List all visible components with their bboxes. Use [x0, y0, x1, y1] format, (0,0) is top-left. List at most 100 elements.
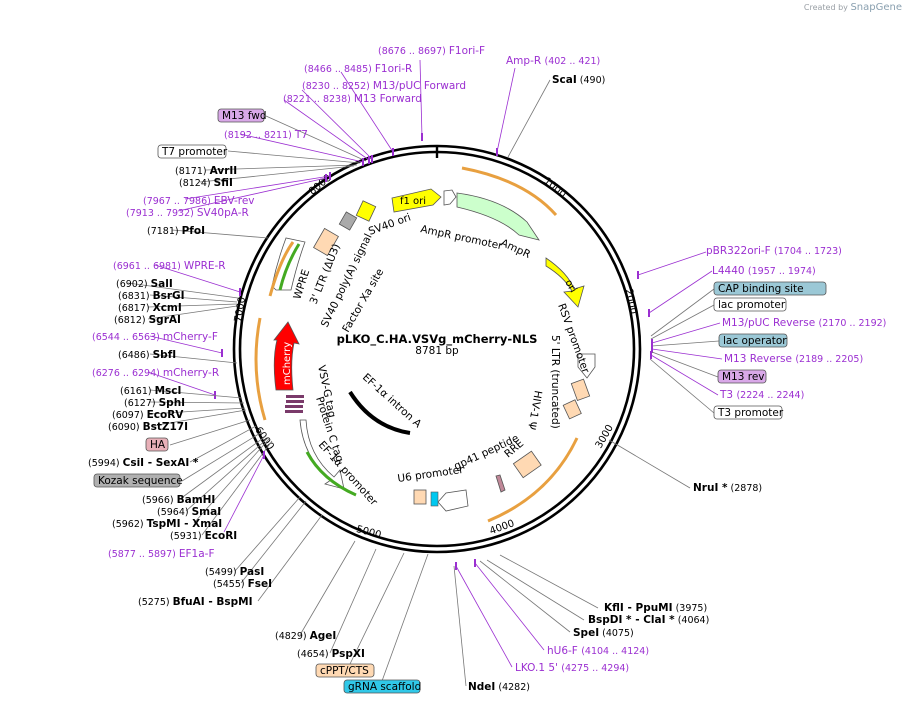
label-lac-promoter[interactable]: lac promoter [713, 297, 787, 312]
label-bstz17i[interactable]: (6090) BstZ17I [108, 421, 188, 433]
ef1a-promoter-arrow[interactable] [299, 419, 345, 490]
label-m13-rev[interactable]: M13 rev [717, 369, 767, 384]
label-pasi[interactable]: (5499) PasI [205, 566, 264, 578]
u6-promoter-arrow[interactable] [437, 489, 469, 512]
label-avrii[interactable]: (8171) AvrII [175, 165, 237, 177]
label-pspxi[interactable]: (4654) PspXI [297, 648, 365, 660]
label-ha[interactable]: HA [145, 437, 169, 452]
label-m13-forward[interactable]: (8221 .. 8238) M13 Forward [283, 93, 422, 105]
site-label: BspDI * - ClaI * (4064) [588, 614, 709, 626]
label-mcherry-r[interactable]: (6276 .. 6294) mCherry-R [92, 367, 219, 379]
label-scai[interactable]: ScaI (490) [552, 74, 605, 86]
primer-mark-m13-puc-forward [371, 155, 373, 163]
label-bsrgi[interactable]: (6831) BsrGI [118, 290, 185, 302]
label-t3[interactable]: T3 (2224 .. 2244) [719, 389, 804, 401]
f1-ori-arrow[interactable] [391, 188, 442, 213]
label-sgrai[interactable]: (6812) SgrAI [114, 314, 181, 326]
ltr5-box[interactable] [570, 378, 591, 402]
label-spei[interactable]: SpeI (4075) [573, 627, 634, 639]
label-ecori[interactable]: (5931) EcoRI [170, 530, 237, 542]
leader-sali [127, 282, 239, 299]
site-name: EcoRI [205, 530, 238, 542]
site-label: NruI * (2878) [693, 482, 762, 494]
gp41-arrow[interactable] [495, 474, 506, 493]
label-m13-fwd[interactable]: M13 fwd [217, 108, 267, 123]
site-name-2: - BspMI [205, 596, 253, 608]
label-ebv-rev[interactable]: (7967 .. 7986) EBV-rev [143, 195, 255, 207]
label-kfli[interactable]: KflI - PpuMI (3975) [604, 602, 707, 614]
label-amp-r[interactable]: Amp-R (402 .. 421) [506, 55, 600, 67]
primer-name: LKO.1 5' [515, 662, 561, 674]
label-cppt-cts[interactable]: cPPT/CTS [315, 663, 375, 678]
label-xcmi[interactable]: (6817) XcmI [118, 302, 182, 314]
label-grna-scaffold[interactable]: gRNA scaffold [343, 679, 421, 694]
ampr-promoter-arrow[interactable] [443, 189, 457, 206]
label-t3-promoter[interactable]: T3 promoter [713, 405, 784, 420]
primer-mark-f1ori-r [392, 148, 394, 156]
label-lac-operator[interactable]: lac operator [718, 333, 788, 348]
site-pos: (6902) [116, 279, 151, 290]
ori-arrow[interactable] [545, 257, 585, 308]
site-name: PspXI [332, 648, 365, 660]
ltr3-box[interactable] [313, 227, 339, 257]
ampr-arrow[interactable] [456, 192, 540, 241]
label-l4440[interactable]: L4440 (1957 .. 1974) [712, 265, 816, 277]
feature-box-text: T7 promoter [161, 146, 228, 158]
label-sali[interactable]: (6902) SalI [116, 278, 173, 290]
label-sv40pa-r[interactable]: (7913 .. 7932) SV40pA-R [126, 207, 249, 219]
leader-fsei [240, 500, 307, 584]
label-f1ori-f[interactable]: (8676 .. 8697) F1ori-F [378, 45, 485, 57]
label-csii[interactable]: (5994) CsiI - SexAI * [88, 457, 199, 469]
label-hu6-f[interactable]: hU6-F (4104 .. 4124) [547, 645, 649, 657]
label-sbfi[interactable]: (6486) SbfI [118, 349, 176, 361]
primer-mark-ebv-rev [329, 172, 331, 180]
label-lko-1-5[interactable]: LKO.1 5' (4275 .. 4294) [515, 662, 629, 674]
label-nrui[interactable]: NruI * (2878) [693, 482, 762, 494]
label-ef1a-f[interactable]: (5877 .. 5897) EF1a-F [108, 548, 215, 560]
label-m13-reverse[interactable]: M13 Reverse (2189 .. 2205) [724, 353, 863, 365]
label-kozak-sequence[interactable]: Kozak sequence [93, 473, 183, 488]
label-pfoi[interactable]: (7181) PfoI [147, 225, 205, 237]
label-sphi[interactable]: (6127) SphI [124, 397, 185, 409]
label-f1ori-r[interactable]: (8466 .. 8485) F1ori-R [304, 63, 412, 75]
label-ndei[interactable]: NdeI (4282) [468, 681, 530, 693]
sv40-polya-box[interactable] [338, 211, 358, 231]
label-t7[interactable]: (8192 .. 8211) T7 [224, 129, 308, 141]
site-label: (5964) SmaI [157, 506, 221, 518]
label-m13-puc-reverse[interactable]: M13/pUC Reverse (2170 .. 2192) [722, 317, 886, 329]
credit-created-by: Created by [803, 3, 848, 12]
primer-name: pBR322ori-F [706, 245, 774, 257]
label-pbr322ori-f[interactable]: pBR322ori-F (1704 .. 1723) [706, 245, 842, 257]
label-msci[interactable]: (6161) MscI [120, 385, 181, 397]
sv40-ori-box[interactable] [355, 200, 377, 222]
label-ecorv[interactable]: (6097) EcoRV [112, 409, 184, 421]
u6-promoter-label: U6 promoter [397, 464, 465, 485]
leader-ha [169, 419, 251, 446]
label-bspdi[interactable]: BspDI * - ClaI * (4064) [588, 614, 709, 626]
site-name: SgrAI [149, 314, 181, 326]
site-name-2: - PpuMI [624, 602, 673, 614]
primer-mark-amp-r [496, 148, 498, 156]
primer-label: (8221 .. 8238) M13 Forward [283, 93, 422, 105]
grna-scaffold-box[interactable] [430, 491, 439, 507]
rre-box[interactable] [512, 450, 542, 479]
label-t7-promoter[interactable]: T7 promoter [157, 144, 228, 159]
label-bamhi[interactable]: (5966) BamHI [142, 494, 215, 506]
primer-name: M13/pUC Forward [373, 80, 466, 92]
label-wpre-r[interactable]: (6961 .. 6981) WPRE-R [113, 260, 226, 272]
label-agei[interactable]: (4829) AgeI [275, 630, 336, 642]
label-bfuai[interactable]: (5275) BfuAI - BspMI [138, 596, 253, 608]
label-m13-puc-forward[interactable]: (8230 .. 8252) M13/pUC Forward [302, 80, 466, 92]
label-fsei[interactable]: (5455) FseI [213, 578, 272, 590]
label-mcherry-f[interactable]: (6544 .. 6563) mCherry-F [92, 331, 218, 343]
label-sfii[interactable]: (8124) SfiI [179, 177, 233, 189]
label-smai[interactable]: (5964) SmaI [157, 506, 221, 518]
mcherry-arrow[interactable] [273, 321, 300, 391]
label-tspmi[interactable]: (5962) TspMI - XmaI [112, 518, 222, 530]
hiv-psi-box[interactable] [562, 399, 582, 420]
primer-name: M13 Reverse [724, 353, 795, 365]
rsv-promoter-arrow[interactable] [577, 353, 596, 379]
cppt-box[interactable] [413, 489, 427, 505]
primer-label: hU6-F (4104 .. 4124) [547, 645, 649, 657]
label-cap-binding-site[interactable]: CAP binding site [713, 281, 827, 296]
